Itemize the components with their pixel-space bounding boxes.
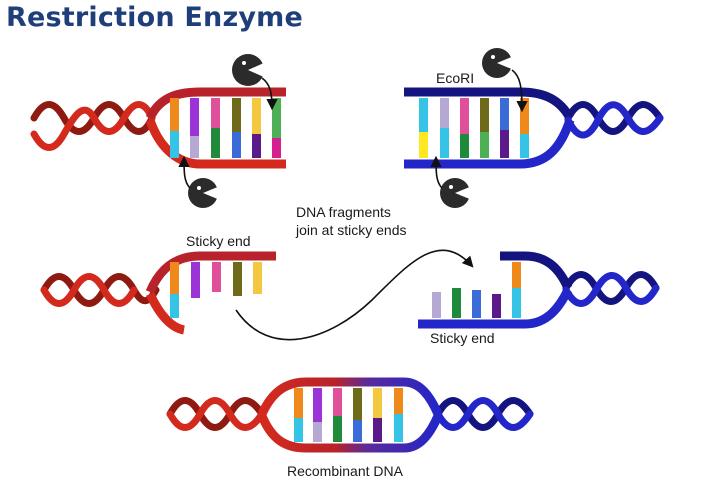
- sticky-end-label-right: Sticky end: [430, 330, 495, 346]
- arrow-icon: [511, 69, 528, 113]
- fragment-left: [40, 251, 276, 335]
- arrow-icon: [178, 155, 191, 189]
- fragments-label-line2: join at sticky ends: [296, 222, 407, 238]
- fragments-join-label: DNA fragments join at sticky ends: [296, 203, 407, 239]
- enzyme-icon: [188, 178, 220, 208]
- enzyme-label: EcoRI: [436, 70, 475, 86]
- bases-top-right-lower: [419, 128, 529, 158]
- bases-left-fragment: [170, 262, 262, 318]
- page-title: Restriction Enzyme: [6, 2, 304, 33]
- bases-right-fragment: [432, 262, 521, 318]
- arrow-icon: [261, 77, 278, 111]
- arrow-icon: [235, 249, 474, 341]
- bases-top-left-lower: [170, 128, 281, 158]
- dna-top-right: [404, 87, 664, 169]
- fragments-label-line1: DNA fragments: [296, 204, 391, 220]
- bases-recombinant-upper: [294, 388, 403, 422]
- recombinant-dna: [166, 377, 534, 453]
- sticky-end-label-left: Sticky end: [186, 233, 251, 249]
- dna-top-left: [30, 87, 286, 169]
- enzyme-icon: [482, 48, 514, 78]
- bases-recombinant-lower: [294, 414, 403, 442]
- fragment-right: [418, 251, 660, 329]
- enzyme-icon: [440, 178, 472, 208]
- enzyme-icon: [232, 54, 266, 86]
- recombinant-dna-label: Recombinant DNA: [287, 463, 403, 479]
- bases-top-left-upper: [170, 98, 281, 138]
- bases-top-right-upper: [419, 98, 529, 134]
- arrow-icon: [430, 155, 443, 189]
